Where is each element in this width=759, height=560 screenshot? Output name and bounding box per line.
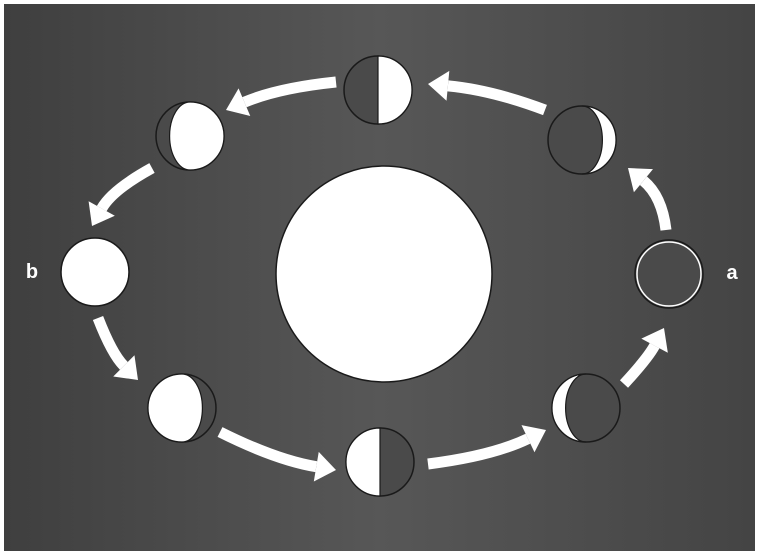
moon-first-quarter — [344, 56, 412, 124]
moon-waxing-gibbous — [156, 102, 224, 170]
moon-waning-crescent — [552, 374, 620, 442]
moon-disc — [61, 238, 129, 306]
label-a: a — [726, 262, 738, 284]
moon-full-moon — [61, 238, 129, 306]
label-b: b — [26, 261, 38, 283]
moon-waxing-crescent — [548, 106, 616, 174]
moon-disc — [635, 240, 703, 308]
moon-waning-gibbous — [148, 374, 216, 442]
moon-third-quarter — [346, 428, 414, 496]
moon-new-moon — [635, 240, 703, 308]
earth-center-circle — [276, 166, 492, 382]
